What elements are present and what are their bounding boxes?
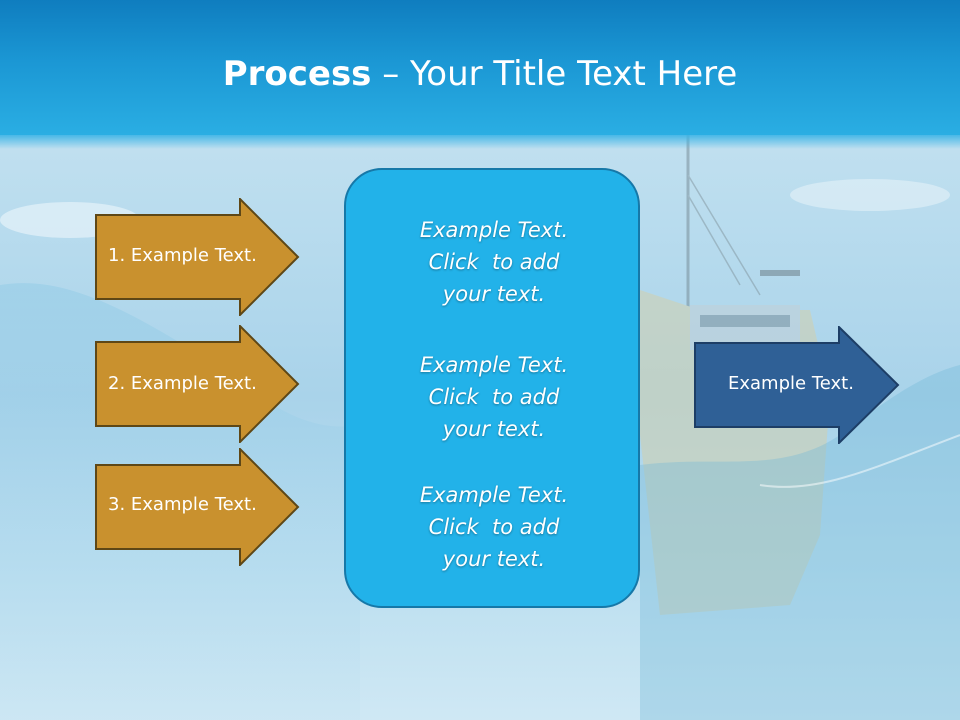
center-block-3-line1: Example Text. (419, 483, 569, 507)
slide-title[interactable]: Process – Your Title Text Here (0, 52, 960, 96)
center-block-1-line3: your text. (442, 282, 546, 306)
left-arrow-1[interactable] (95, 198, 300, 316)
left-arrow-2-label: 2. Example Text. (108, 373, 257, 394)
center-text-block-2: Example Text. Click to add your text. (346, 349, 642, 445)
title-rest: – Your Title Text Here (371, 54, 738, 94)
title-bold: Process (222, 54, 372, 94)
right-arrow-label: Example Text. (728, 373, 854, 394)
title-band (0, 0, 960, 149)
center-block-3-line3: your text. (442, 547, 546, 571)
center-block-2-line1: Example Text. (419, 353, 569, 377)
center-block-2-line3: your text. (442, 417, 546, 441)
right-arrow[interactable] (694, 326, 900, 444)
center-block-2-line2: Click to add (428, 385, 560, 409)
center-text-block-3: Example Text. Click to add your text. (346, 479, 642, 575)
left-arrow-1-label: 1. Example Text. (108, 245, 257, 266)
center-block-1-line1: Example Text. (419, 218, 569, 242)
center-block-1-line2: Click to add (428, 250, 560, 274)
left-arrow-3-label: 3. Example Text. (108, 494, 257, 515)
center-block-3-line2: Click to add (428, 515, 560, 539)
center-text-block-1: Example Text. Click to add your text. (346, 214, 642, 310)
center-text-box[interactable]: Example Text. Click to add your text. Ex… (344, 168, 640, 608)
left-arrow-2[interactable] (95, 325, 300, 443)
left-arrow-3[interactable] (95, 448, 300, 566)
